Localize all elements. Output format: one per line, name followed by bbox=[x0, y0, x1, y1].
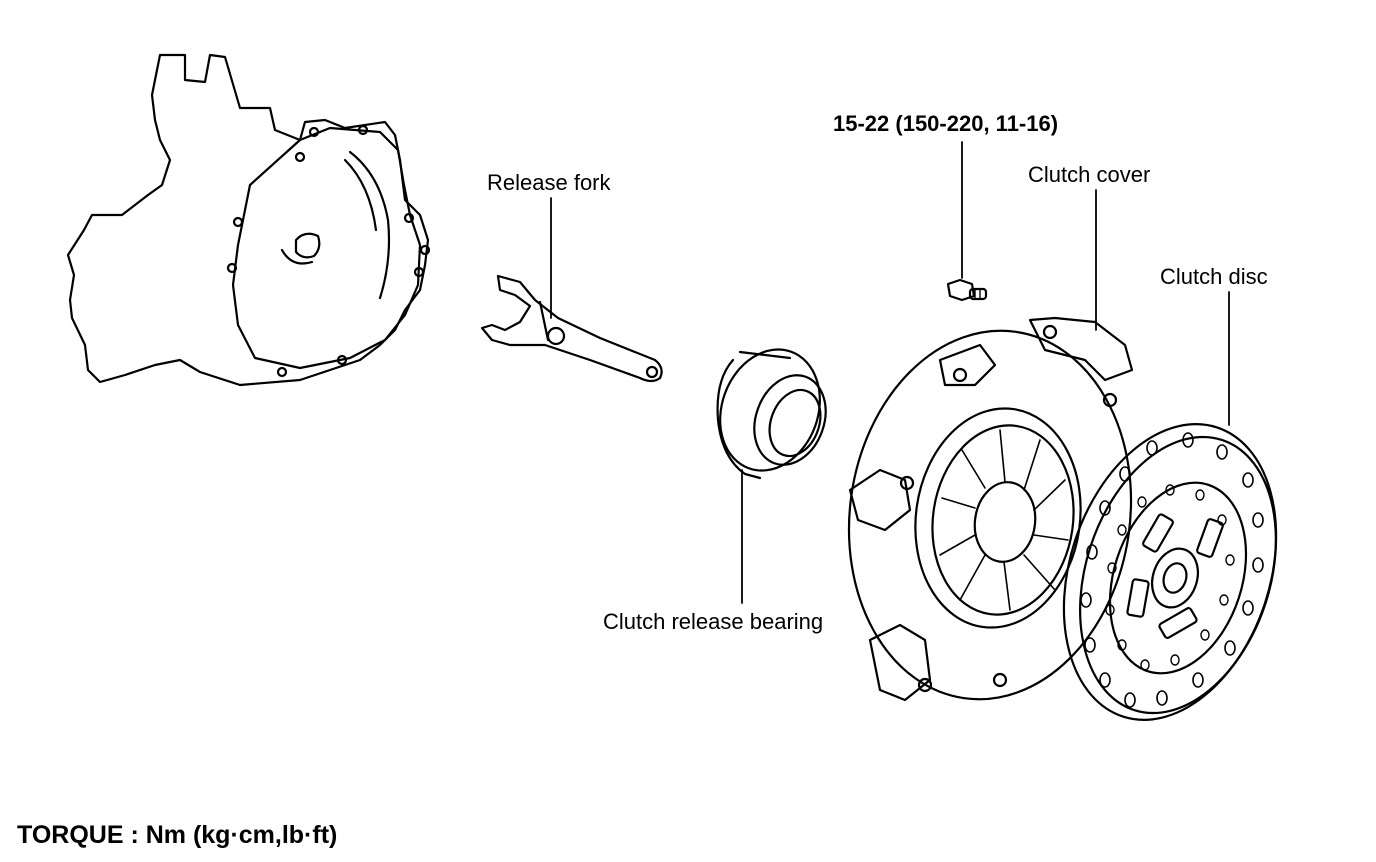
clutch-disc bbox=[1062, 423, 1278, 721]
transmission-housing bbox=[66, 53, 431, 387]
cover-bolt bbox=[946, 278, 988, 302]
release-fork-label: Release fork bbox=[487, 170, 611, 195]
clutch-cover-label: Clutch cover bbox=[1028, 162, 1151, 187]
release-fork bbox=[480, 274, 663, 383]
bolt-torque-spec-label: 15-22 (150-220, 11-16) bbox=[833, 111, 1059, 136]
clutch-release-bearing-label: Clutch release bearing bbox=[603, 609, 824, 634]
clutch-disc-label: Clutch disc bbox=[1160, 264, 1268, 289]
torque-units-note: TORQUE : Nm (kg·cm,lb·ft) bbox=[17, 821, 338, 849]
clutch-release-bearing bbox=[716, 348, 827, 480]
